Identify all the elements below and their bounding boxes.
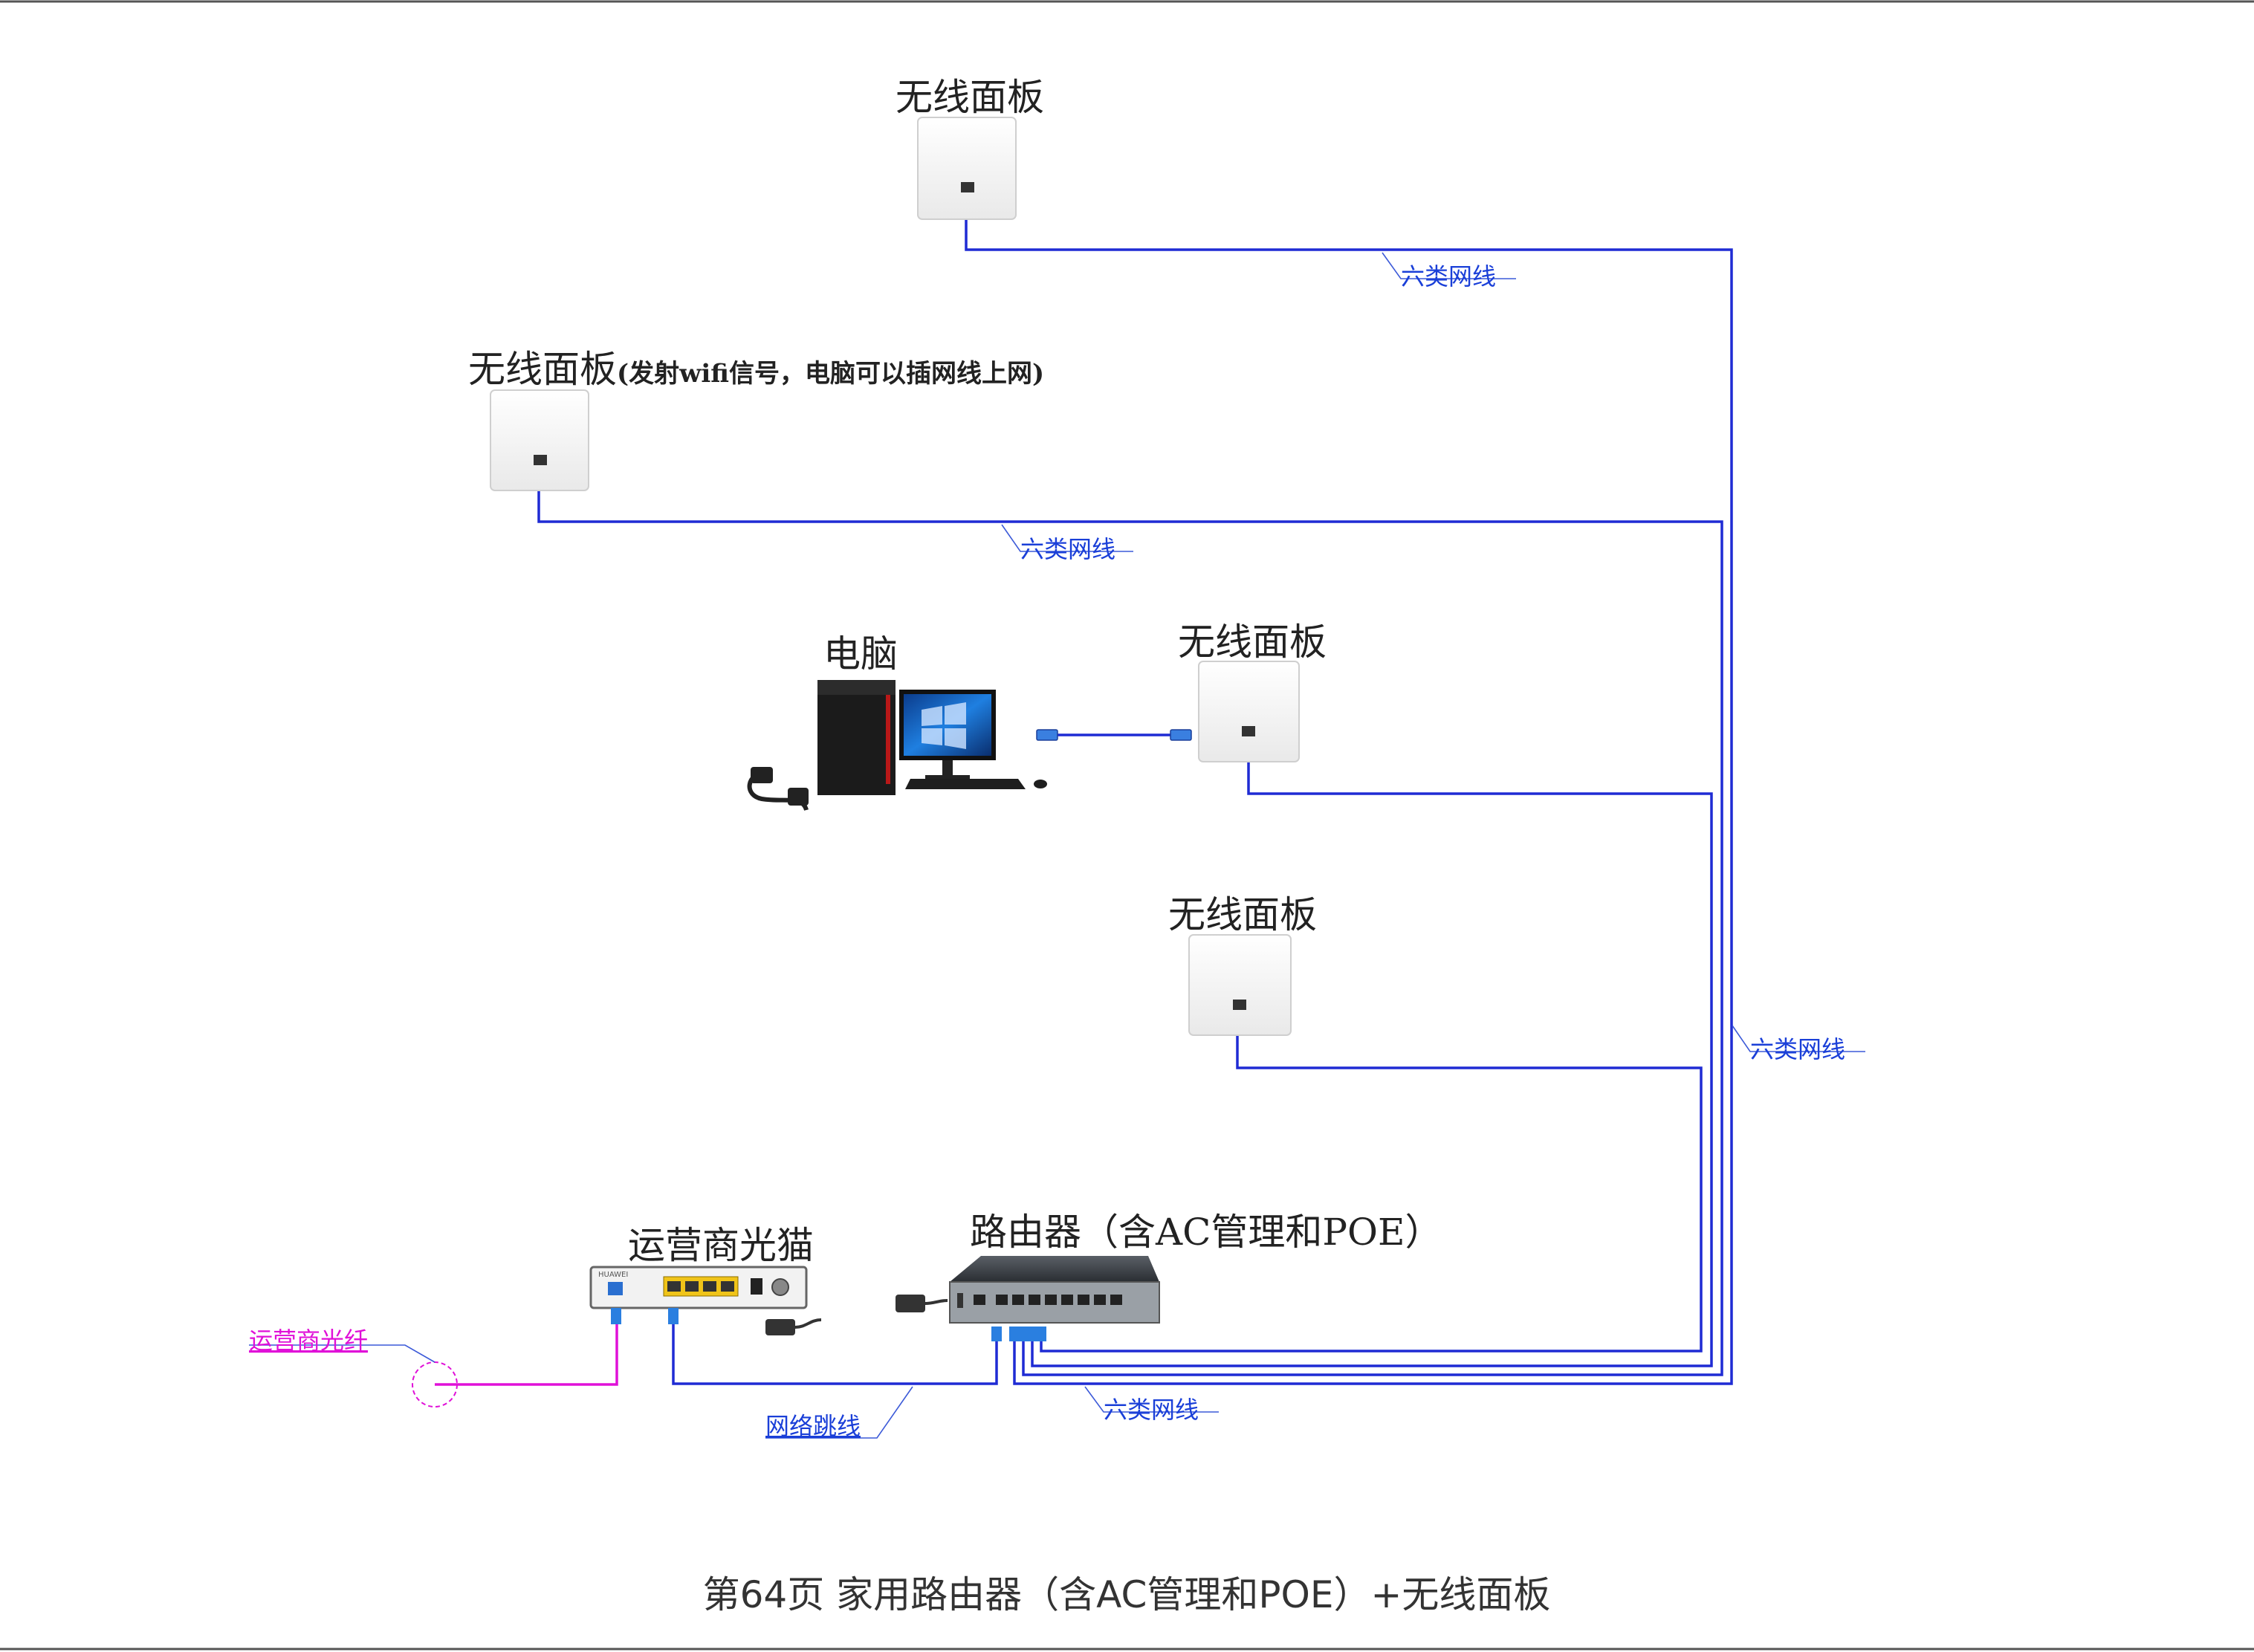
cable-label-cat6-a: 六类网线 (1401, 262, 1496, 291)
router-title: 路由器（含AC管理和POE） (970, 1211, 1442, 1254)
cable-label-cat6-c: 六类网线 (1750, 1035, 1845, 1063)
panel-1-title: 无线面板 (896, 76, 1044, 119)
wireless-panel-4 (1188, 934, 1292, 1036)
leader-fiber (249, 1344, 435, 1363)
panel-3-title: 无线面板 (1178, 621, 1327, 664)
leader-cat6-b (1001, 524, 1133, 552)
cable-label-fiber: 运营商光纤 (249, 1327, 368, 1355)
modem-title: 运营商光猫 (628, 1224, 814, 1267)
cable-label-cat6-b: 六类网线 (1020, 535, 1115, 563)
computer-title: 电脑 (823, 632, 898, 676)
panel-2-heading: 无线面板(发射wifi信号，电脑可以插网线上网) (468, 348, 1044, 391)
wireless-panel-2 (490, 389, 589, 491)
leader-cat6-a (1382, 252, 1516, 279)
patch-cable (672, 1324, 998, 1385)
leader-patch (765, 1386, 913, 1439)
optical-modem: HUAWEI (589, 1266, 822, 1335)
wireless-panel-3 (1198, 661, 1300, 762)
wireless-panel-1 (917, 117, 1017, 220)
leader-cat6-d (1084, 1386, 1219, 1413)
cable-label-cat6-d: 六类网线 (1104, 1396, 1199, 1424)
cable-panel-3 (1031, 762, 1713, 1367)
cable-panel-1 (965, 219, 1733, 1385)
pc-patch-cable (1036, 729, 1192, 741)
page-caption: 第64页 家用路由器（含AC管理和POE）+无线面板 (703, 1573, 1551, 1616)
router-switch (896, 1256, 1160, 1341)
cable-panel-4 (1040, 1035, 1703, 1353)
panel-2-title: 无线面板 (468, 348, 617, 391)
cable-label-patch: 网络跳线 (765, 1412, 861, 1440)
cable-panel-2 (537, 490, 1723, 1376)
panel-2-note: (发射wifi信号，电脑可以插网线上网) (617, 359, 1044, 389)
computer-illustration (747, 680, 1047, 812)
leader-cat6-c (1732, 1025, 1865, 1052)
panel-4-title: 无线面板 (1168, 893, 1317, 936)
modem-brand: HUAWEI (598, 1271, 628, 1279)
fiber-line (412, 1323, 618, 1408)
